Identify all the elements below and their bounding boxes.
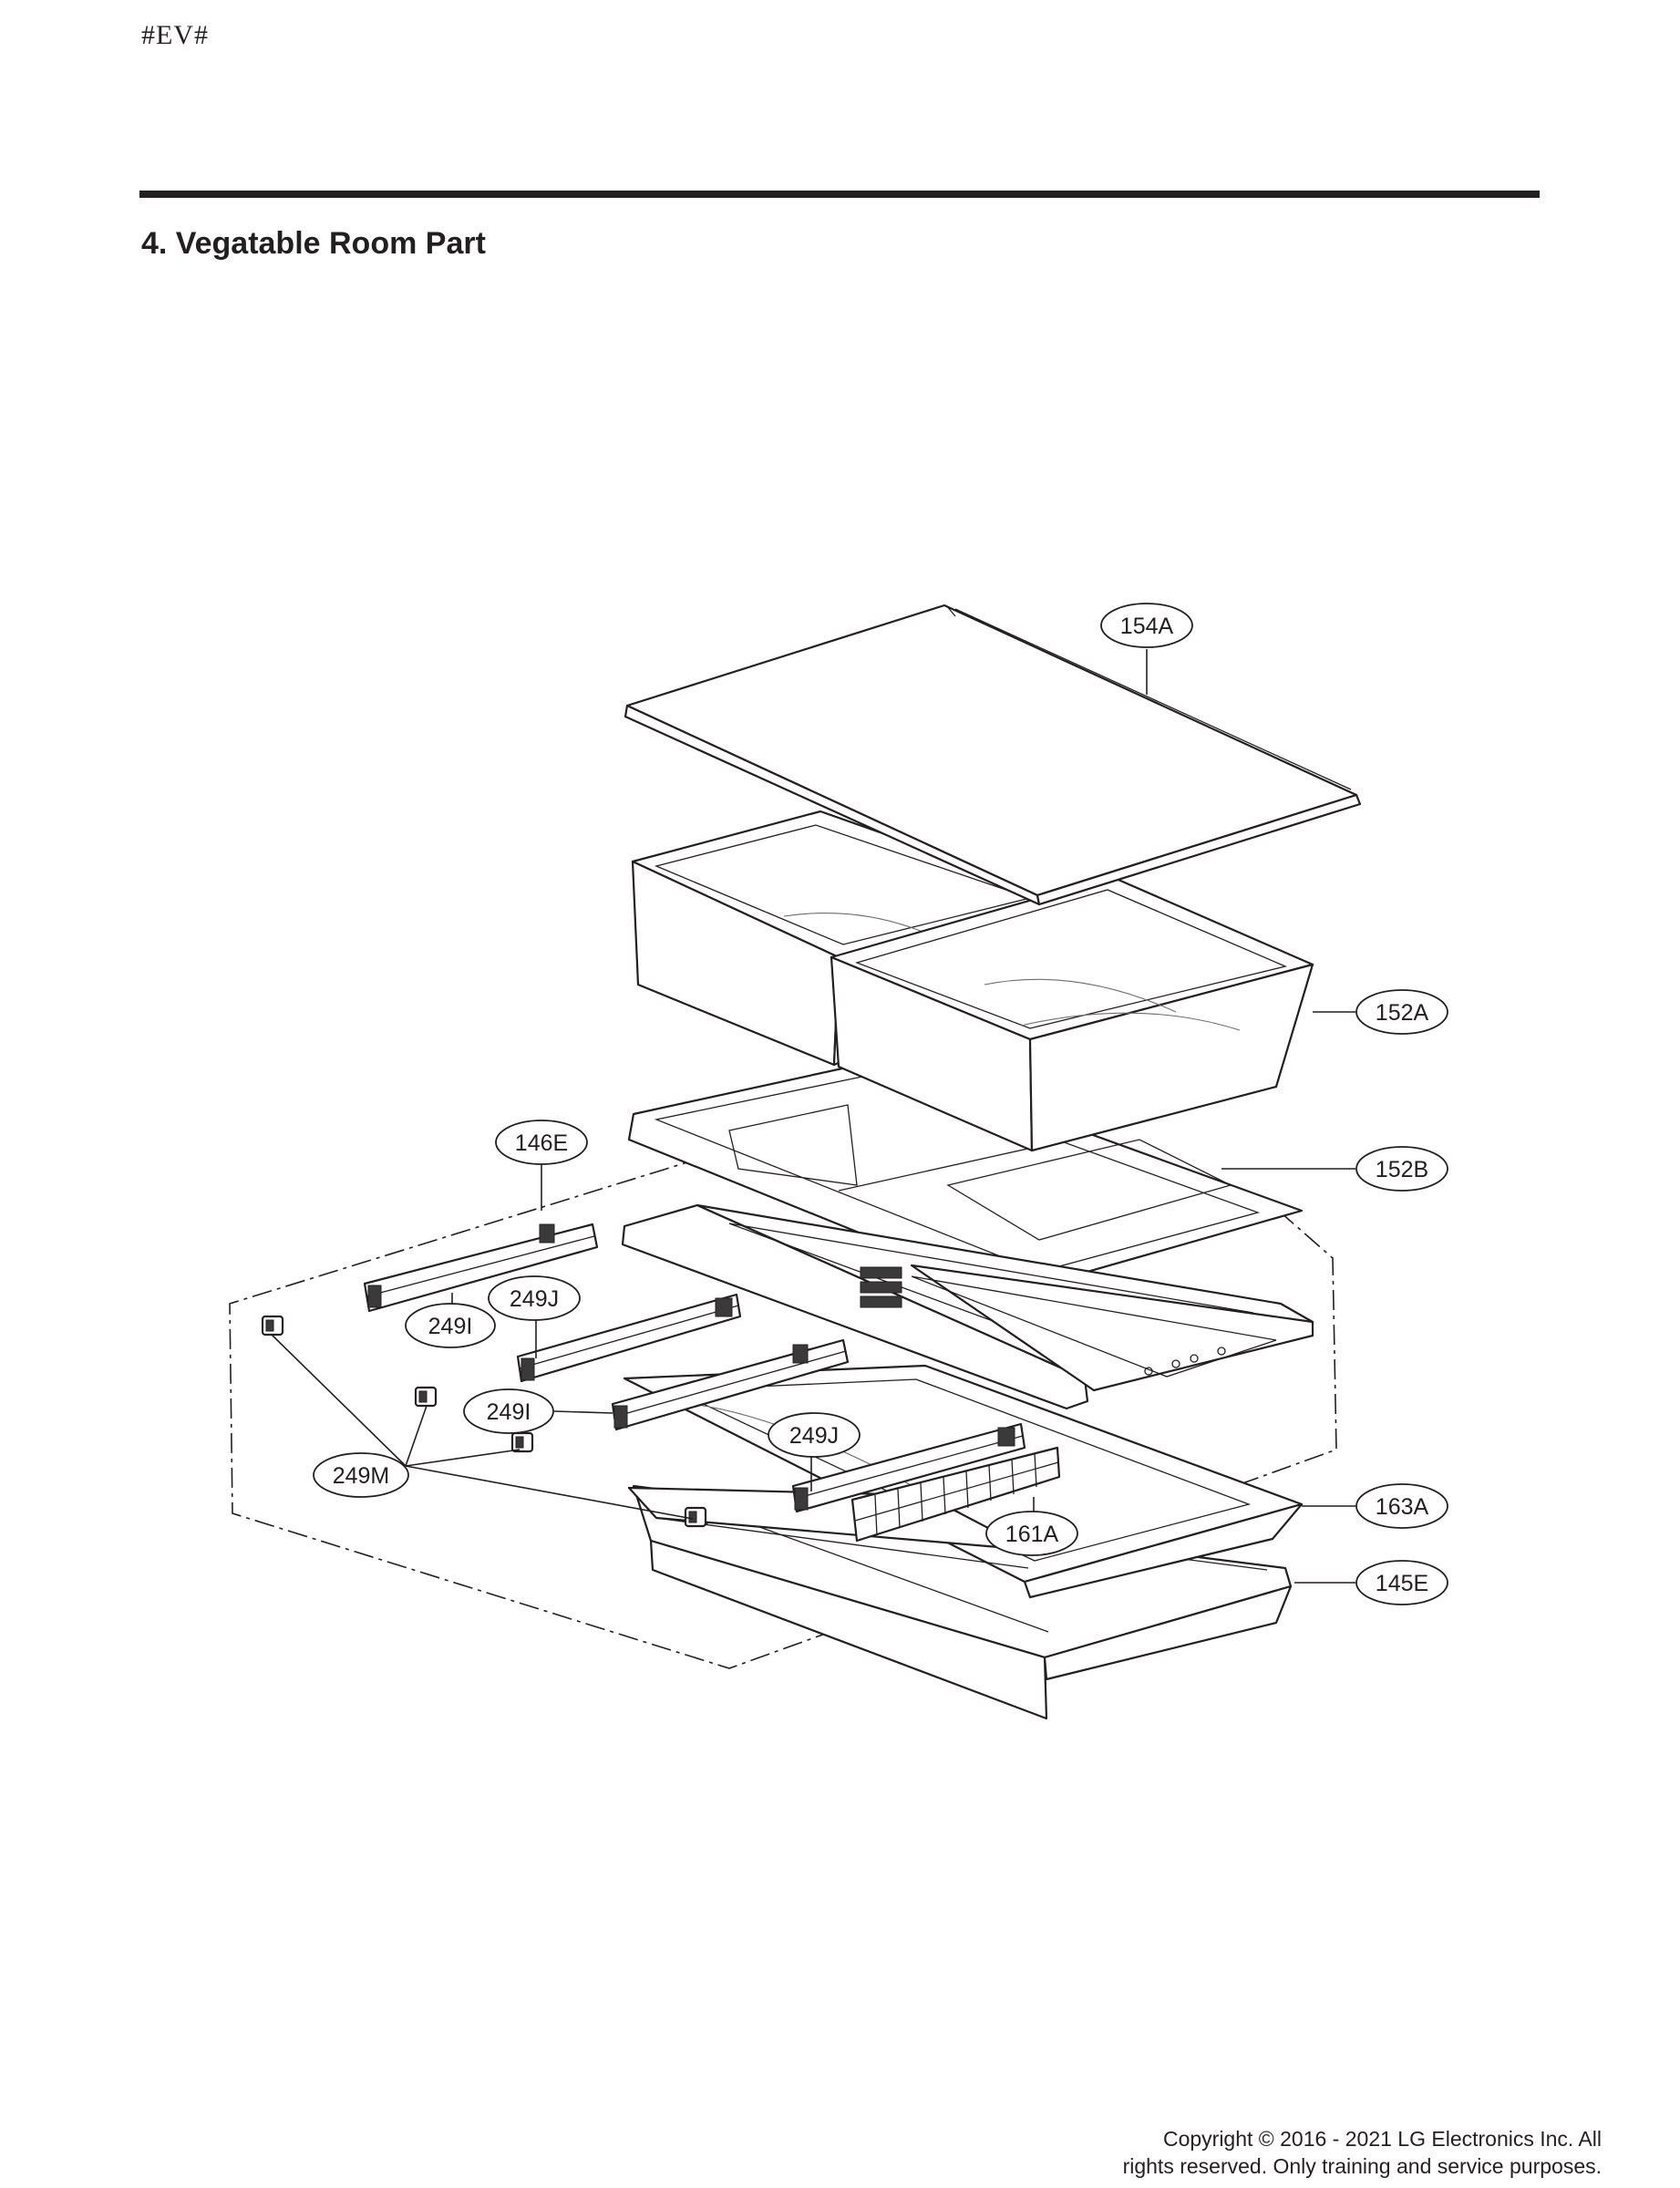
callout-249i-b: 249I bbox=[463, 1388, 554, 1434]
callout-label: 249I bbox=[487, 1399, 531, 1425]
callout-161a: 161A bbox=[985, 1511, 1078, 1556]
callout-154a: 154A bbox=[1100, 603, 1193, 648]
copyright-notice: Copyright © 2016 - 2021 LG Electronics I… bbox=[1123, 2125, 1602, 2180]
callout-label: 163A bbox=[1376, 1494, 1429, 1520]
part-152a-right-drawer bbox=[830, 875, 1314, 1152]
callout-label: 249I bbox=[428, 1314, 473, 1339]
part-249m-clip-3 bbox=[510, 1431, 534, 1453]
callout-label: 152A bbox=[1376, 1000, 1429, 1026]
callout-152b: 152B bbox=[1355, 1146, 1448, 1192]
copyright-line-1: Copyright © 2016 - 2021 LG Electronics I… bbox=[1162, 2127, 1602, 2151]
copyright-line-2: rights reserved. Only training and servi… bbox=[1122, 2154, 1602, 2178]
callout-label: 154A bbox=[1120, 614, 1174, 639]
callout-label: 152B bbox=[1376, 1157, 1428, 1182]
part-249i-rail-lower bbox=[611, 1338, 850, 1431]
part-249j-rail-front bbox=[791, 1422, 1026, 1513]
callout-label: 249J bbox=[510, 1286, 559, 1312]
callout-label: 161A bbox=[1005, 1522, 1059, 1547]
callout-249i-a: 249I bbox=[405, 1303, 496, 1348]
part-249m-clip-2 bbox=[414, 1386, 438, 1408]
callout-152a: 152A bbox=[1355, 989, 1448, 1035]
part-249j-rail-upper bbox=[516, 1293, 742, 1383]
part-249m-clip-1 bbox=[261, 1315, 284, 1337]
title-divider bbox=[139, 191, 1540, 198]
callout-label: 146E bbox=[515, 1130, 568, 1156]
callout-label: 145E bbox=[1376, 1571, 1428, 1596]
part-161a-grille bbox=[850, 1446, 1061, 1543]
callout-146e: 146E bbox=[495, 1120, 588, 1165]
callout-163a: 163A bbox=[1355, 1483, 1448, 1529]
part-249m-clip-4 bbox=[684, 1506, 707, 1528]
callout-145e: 145E bbox=[1355, 1560, 1448, 1605]
callout-label: 249M bbox=[333, 1463, 390, 1489]
leader-lines bbox=[271, 649, 1355, 1584]
part-249i-rail-left bbox=[363, 1223, 599, 1313]
callout-249j-a: 249J bbox=[488, 1275, 581, 1321]
part-slider-frame bbox=[621, 1203, 1314, 1410]
section-title: 4. Vegatable Room Part bbox=[141, 226, 486, 261]
document-code-mark: #EV# bbox=[141, 20, 209, 50]
callout-249m: 249M bbox=[313, 1452, 409, 1498]
callout-249j-b: 249J bbox=[768, 1412, 861, 1458]
part-154a-glass-shelf bbox=[624, 604, 1362, 906]
assembly-boundary bbox=[229, 1157, 1337, 1669]
callout-label: 249J bbox=[789, 1423, 839, 1449]
